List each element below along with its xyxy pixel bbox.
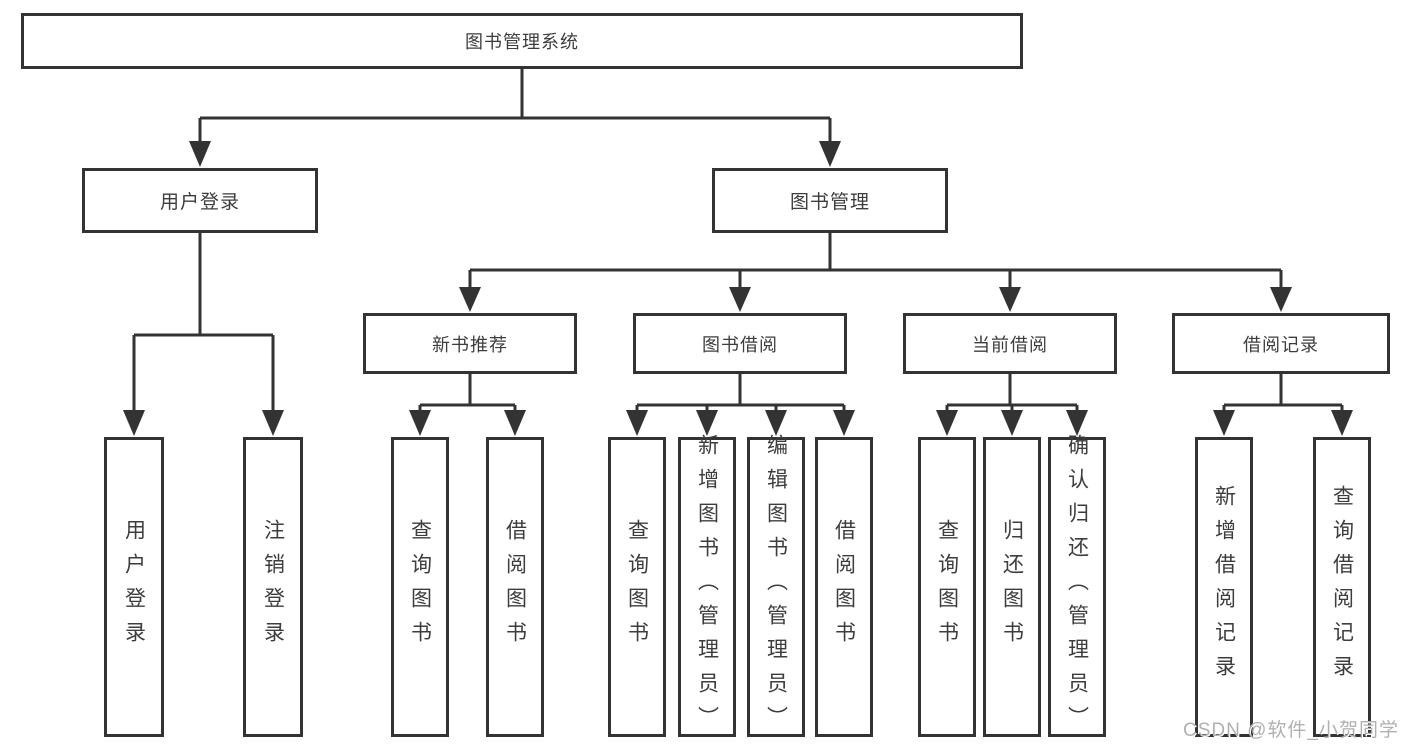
node-borrowing-records-label: 借阅记录 [1243, 334, 1319, 355]
leaf-add-borrow-record: 新增借阅记录 [1195, 437, 1253, 737]
leaf-query-books-borrowing: 查询图书 [608, 437, 666, 737]
leaf-query-books-newrec: 查询图书 [391, 437, 449, 737]
node-borrowing-records: 借阅记录 [1172, 313, 1390, 374]
connector-newbookrec-to-leaves [409, 374, 526, 436]
node-user-login: 用户登录 [82, 168, 318, 233]
leaf-query-borrow-record-label: 查询借阅记录 [1330, 485, 1354, 689]
leaf-borrow-books-borrowing: 借阅图书 [815, 437, 873, 737]
connector-borrowrecords-to-leaves [1213, 374, 1353, 436]
node-current-borrowing-label: 当前借阅 [972, 334, 1048, 355]
connector-bookmgmt-to-level3 [459, 233, 1292, 312]
node-root-system: 图书管理系统 [21, 13, 1023, 69]
node-book-management: 图书管理 [712, 168, 948, 233]
leaf-return-books: 归还图书 [983, 437, 1041, 737]
leaf-confirm-return-admin-label: 确认归还（管理员） [1065, 434, 1089, 740]
node-book-borrowing: 图书借阅 [633, 313, 847, 374]
leaf-query-books-borrowing-label: 查询图书 [625, 519, 649, 655]
leaf-query-books-newrec-label: 查询图书 [408, 519, 432, 655]
leaf-borrow-books-newrec-label: 借阅图书 [503, 519, 527, 655]
leaf-add-books-admin: 新增图书（管理员） [678, 434, 736, 740]
leaf-add-books-admin-label: 新增图书（管理员） [695, 434, 719, 740]
node-book-management-label: 图书管理 [789, 192, 870, 213]
connector-userlogin-to-leaves [123, 233, 284, 436]
connector-bookborrow-to-leaves [626, 374, 855, 436]
connector-currentborrow-to-leaves [936, 374, 1088, 436]
leaf-query-books-current-label: 查询图书 [935, 519, 959, 655]
leaf-add-borrow-record-label: 新增借阅记录 [1212, 485, 1236, 689]
node-current-borrowing: 当前借阅 [903, 313, 1117, 374]
leaf-query-borrow-record: 查询借阅记录 [1313, 437, 1371, 737]
node-new-book-recommendation-label: 新书推荐 [432, 334, 508, 355]
leaf-return-books-label: 归还图书 [1000, 519, 1024, 655]
leaf-borrow-books-borrowing-label: 借阅图书 [832, 519, 856, 655]
node-user-login-label: 用户登录 [159, 192, 240, 213]
leaf-confirm-return-admin: 确认归还（管理员） [1048, 434, 1106, 740]
connector-root-to-level2 [189, 69, 841, 167]
leaf-user-login: 用户登录 [104, 437, 164, 737]
leaf-logout: 注销登录 [243, 437, 303, 737]
leaf-edit-books-admin-label: 编辑图书（管理员） [764, 434, 788, 740]
node-new-book-recommendation: 新书推荐 [363, 313, 577, 374]
leaf-logout-label: 注销登录 [261, 519, 285, 655]
leaf-user-login-label: 用户登录 [122, 519, 146, 655]
node-book-borrowing-label: 图书借阅 [702, 334, 778, 355]
leaf-edit-books-admin: 编辑图书（管理员） [747, 434, 805, 740]
leaf-borrow-books-newrec: 借阅图书 [486, 437, 544, 737]
leaf-query-books-current: 查询图书 [918, 437, 976, 737]
node-root-label: 图书管理系统 [465, 32, 579, 52]
